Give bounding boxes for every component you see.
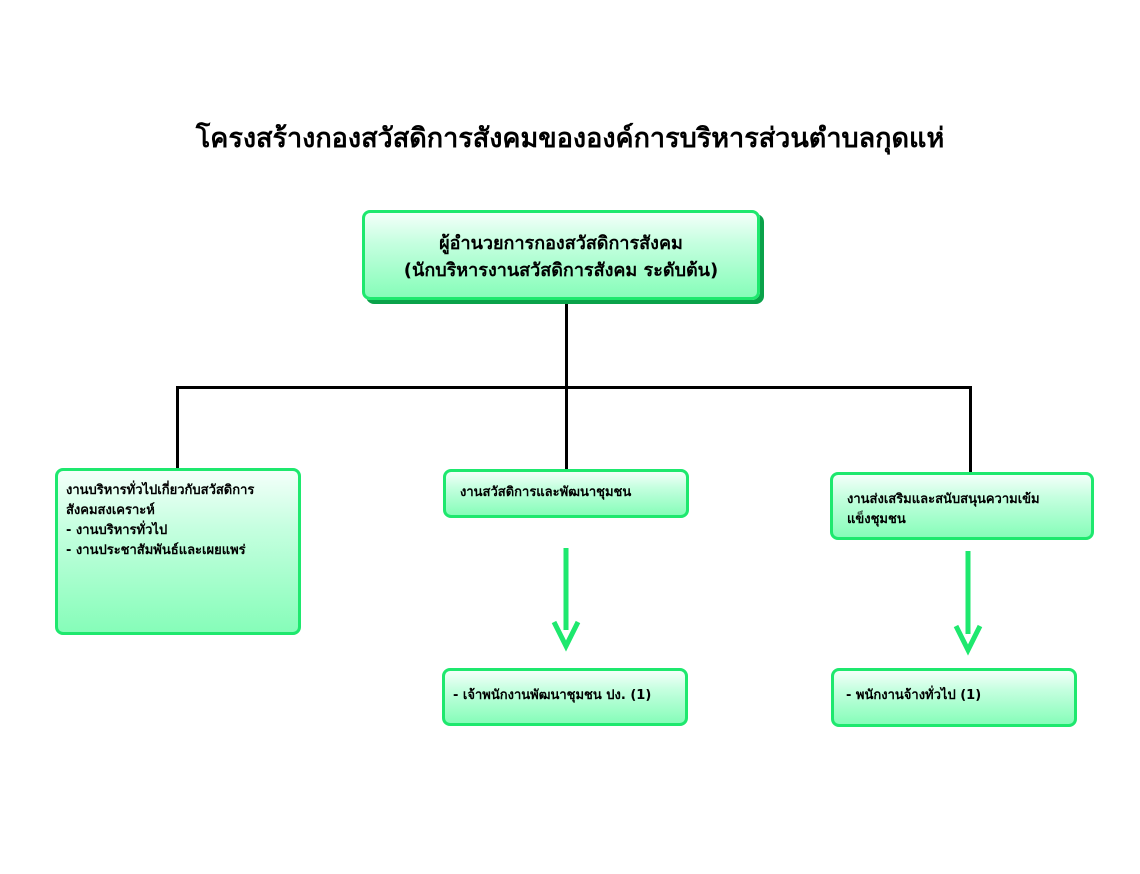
community-strength-label-1: งานส่งเสริมและสนับสนุนความเข้ม [847, 492, 1040, 507]
connector-right-drop [969, 386, 972, 474]
general-admin-item-2: - งานประชาสัมพันธ์และเผยแพร่ [66, 543, 246, 558]
connector-vertical-top [565, 300, 568, 388]
community-welfare-label: งานสวัสดิการและพัฒนาชุมชน [460, 485, 632, 500]
arrow-middle [551, 548, 581, 652]
community-dev-officer-box: - เจ้าพนักงานพัฒนาชุมชน ปง. (1) [442, 668, 688, 726]
community-welfare-box: งานสวัสดิการและพัฒนาชุมชน [443, 469, 689, 518]
director-title: ผู้อำนวยการกองสวัสดิการสังคม [439, 233, 683, 254]
community-strength-label-2: แข็งชุมชน [847, 512, 906, 527]
general-admin-item-1: - งานบริหารทั่วไป [66, 523, 168, 538]
connector-middle-drop [565, 386, 568, 470]
general-admin-title-2: สังคมสงเคราะห์ [66, 503, 155, 518]
community-strength-box: งานส่งเสริมและสนับสนุนความเข้ม แข็งชุมชน [830, 472, 1094, 540]
general-employee-label: - พนักงานจ้างทั่วไป (1) [846, 688, 982, 703]
community-dev-officer-label: - เจ้าพนักงานพัฒนาชุมชน ปง. (1) [453, 688, 652, 703]
general-admin-box: งานบริหารทั่วไปเกี่ยวกับสวัสดิการ สังคมส… [55, 468, 301, 635]
connector-horizontal [176, 386, 972, 389]
general-admin-title-1: งานบริหารทั่วไปเกี่ยวกับสวัสดิการ [66, 483, 255, 498]
arrow-right [953, 551, 983, 656]
chart-title: โครงสร้างกองสวัสดิการสังคมขององค์การบริห… [195, 123, 945, 154]
connector-left-drop [176, 386, 179, 470]
director-subtitle: (นักบริหารงานสวัสดิการสังคม ระดับต้น) [403, 260, 719, 281]
director-box: ผู้อำนวยการกองสวัสดิการสังคม (นักบริหารง… [362, 210, 760, 300]
general-employee-box: - พนักงานจ้างทั่วไป (1) [831, 668, 1077, 727]
